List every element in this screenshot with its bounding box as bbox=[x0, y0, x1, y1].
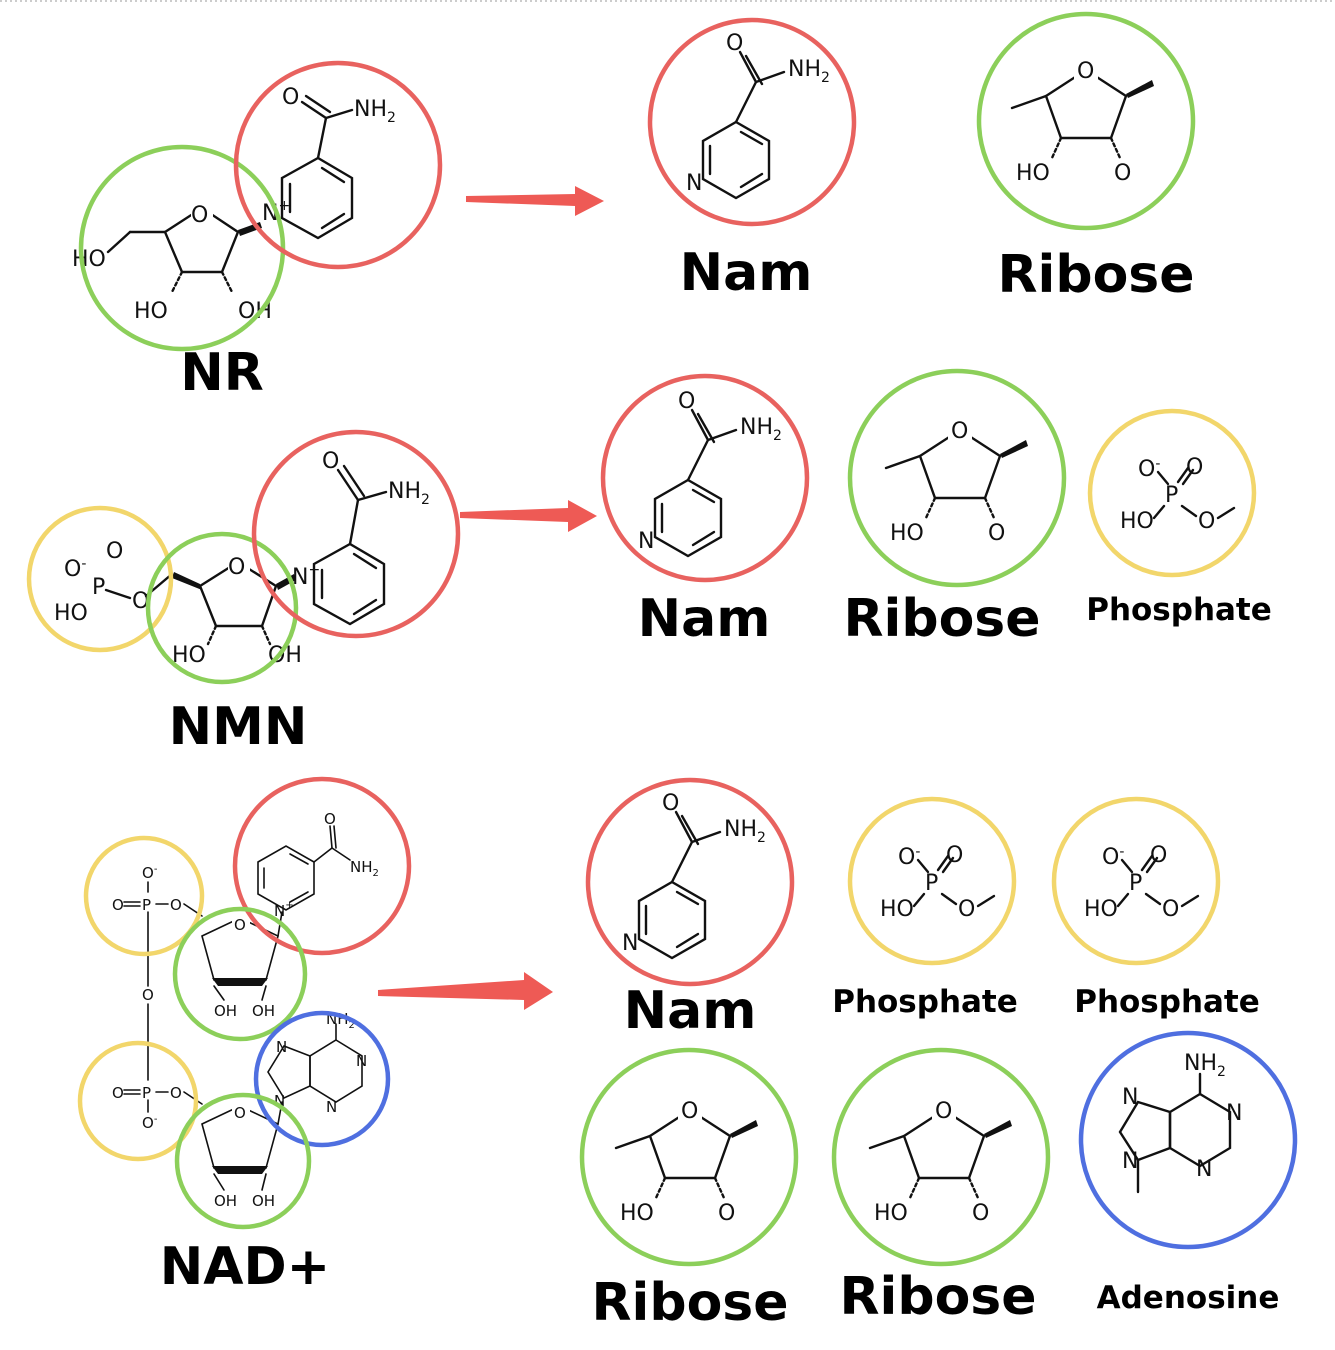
nad-rib1-oh-b: OH bbox=[252, 1002, 275, 1020]
nmn-molecule: P O- O HO O O HO OH N+ O NH2 bbox=[26, 429, 461, 685]
nmn-carbonyl-o: O bbox=[322, 449, 339, 474]
nad-rib2-oh-b: OH bbox=[252, 1192, 275, 1210]
nad-p1: P bbox=[142, 896, 151, 914]
nmn-pyridinium-n: N+ bbox=[292, 562, 320, 590]
nad-label: NAD+ bbox=[160, 1237, 331, 1297]
nmn-product-nam-structure bbox=[636, 387, 784, 558]
nad-p2-ominus: O- bbox=[142, 1114, 158, 1132]
nad-adenosine-circle bbox=[253, 1010, 391, 1148]
nad-nh2: NH2 bbox=[350, 858, 379, 879]
nr-product-ribose-structure bbox=[1010, 54, 1156, 188]
nmn-ho: HO bbox=[172, 643, 206, 668]
nad-arrow bbox=[378, 972, 553, 1010]
nr-ho-5: HO bbox=[72, 247, 106, 272]
nad-adenine-n7: N bbox=[276, 1038, 287, 1056]
nad-phosphate-circle-1 bbox=[83, 835, 205, 957]
nr-arrow bbox=[466, 186, 604, 216]
nr-ho-2: HO bbox=[134, 299, 168, 324]
nad-rib2-o: O bbox=[234, 1104, 246, 1122]
nad-product-phosphate-circle-1 bbox=[847, 796, 1017, 966]
nad-product-adenosine-label: Adenosine bbox=[1097, 1280, 1280, 1316]
nr-product-nam-structure bbox=[684, 29, 832, 200]
nad-p1-ester: O bbox=[170, 896, 182, 914]
nad-adenine-n3: N bbox=[326, 1098, 337, 1116]
nr-ring-oxygen: O bbox=[191, 203, 208, 228]
nad-product-ribose-label-1: Ribose bbox=[591, 1273, 788, 1333]
nmn-product-nam-label: Nam bbox=[638, 589, 771, 649]
nr-product-nam-label: Nam bbox=[680, 243, 813, 303]
nad-product-ribose-circle-2 bbox=[831, 1047, 1051, 1267]
nr-carbonyl-o: O bbox=[282, 85, 299, 110]
nmn-label: NMN bbox=[169, 697, 308, 757]
nr-nam-circle bbox=[233, 60, 443, 270]
nad-product-phosphate-structure-1 bbox=[878, 841, 996, 924]
nad-phosphate-circle-2 bbox=[77, 1040, 199, 1162]
nmn-nam-circle bbox=[251, 429, 461, 639]
nad-p1-oxo: O bbox=[112, 896, 124, 914]
nad-product-phosphate-structure-2 bbox=[1082, 841, 1200, 924]
nad-product-nam-structure bbox=[620, 789, 768, 960]
nmn-oxo: O bbox=[106, 539, 123, 564]
nad-product-ribose-structure-2 bbox=[868, 1094, 1014, 1228]
nad-product-phosphate-circle-2 bbox=[1051, 796, 1221, 966]
nmn-product-phosphate-label: Phosphate bbox=[1086, 592, 1272, 628]
nad-p2: P bbox=[142, 1084, 151, 1102]
nad-molecule: O- O P O O O P O O- O OH OH bbox=[77, 776, 412, 1230]
nmn-ring-o: O bbox=[228, 555, 245, 580]
nad-rib1-oh-a: OH bbox=[214, 1002, 237, 1020]
nad-p2-ester: O bbox=[170, 1084, 182, 1102]
nmn-phosphate-circle bbox=[26, 505, 174, 653]
nad-product-adenosine-circle bbox=[1078, 1030, 1298, 1250]
nmn-product-phosphate-circle bbox=[1087, 408, 1257, 578]
nr-product-ribose-label: Ribose bbox=[997, 245, 1194, 305]
nad-pyridinium-n: N+ bbox=[274, 900, 294, 920]
nad-nam-circle bbox=[232, 776, 412, 956]
nmn-product-phosphate-structure bbox=[1118, 453, 1236, 536]
nmn-product-ribose-structure bbox=[884, 414, 1030, 548]
nad-product-ribose-label-2: Ribose bbox=[839, 1267, 1036, 1327]
nad-p2-oxo: O bbox=[112, 1084, 124, 1102]
nr-nh2: NH2 bbox=[354, 97, 396, 126]
nmn-p-ho: HO bbox=[54, 601, 88, 626]
nmn-p: P bbox=[92, 575, 105, 600]
nad-p1-ominus: O- bbox=[142, 864, 158, 882]
nad-product-ribose-circle-1 bbox=[579, 1047, 799, 1267]
nad-rib1-o: O bbox=[234, 916, 246, 934]
nad-adenine-n1: N bbox=[356, 1052, 367, 1070]
nr-product-nam-circle bbox=[647, 17, 857, 227]
nad-product-adenine-structure bbox=[1118, 1049, 1244, 1194]
nmn-ester-o: O bbox=[132, 589, 149, 614]
nmn-o-minus: O- bbox=[64, 556, 86, 582]
nad-carbonyl-o: O bbox=[324, 810, 336, 828]
nmn-product-ribose-label: Ribose bbox=[843, 589, 1040, 649]
nad-product-ribose-structure-1 bbox=[614, 1094, 760, 1228]
nad-adenine-n9: N bbox=[274, 1092, 285, 1110]
nad-product-phosphate-label-1: Phosphate bbox=[832, 984, 1018, 1020]
nr-product-ribose-circle bbox=[976, 11, 1196, 231]
nad-product-phosphate-label-2: Phosphate bbox=[1074, 984, 1260, 1020]
nad-product-nam-label: Nam bbox=[624, 981, 757, 1041]
nmn-product-nam-circle bbox=[600, 373, 810, 583]
nr-label: NR bbox=[180, 343, 264, 403]
nad-bridge-o: O bbox=[142, 986, 154, 1004]
nmn-arrow bbox=[460, 500, 597, 532]
nmn-ribose-circle bbox=[145, 531, 299, 685]
nad-product-nam-circle bbox=[585, 777, 795, 987]
nr-ribose-circle bbox=[78, 144, 286, 352]
nad-rib2-oh-a: OH bbox=[214, 1192, 237, 1210]
nr-molecule: O HO HO OH N+ O NH2 bbox=[72, 60, 443, 352]
nad-ribose-circle-1 bbox=[172, 906, 308, 1042]
nad-ribose-circle-2 bbox=[174, 1092, 312, 1230]
nmn-product-ribose-circle bbox=[847, 368, 1067, 588]
nmn-nh2: NH2 bbox=[388, 479, 430, 508]
